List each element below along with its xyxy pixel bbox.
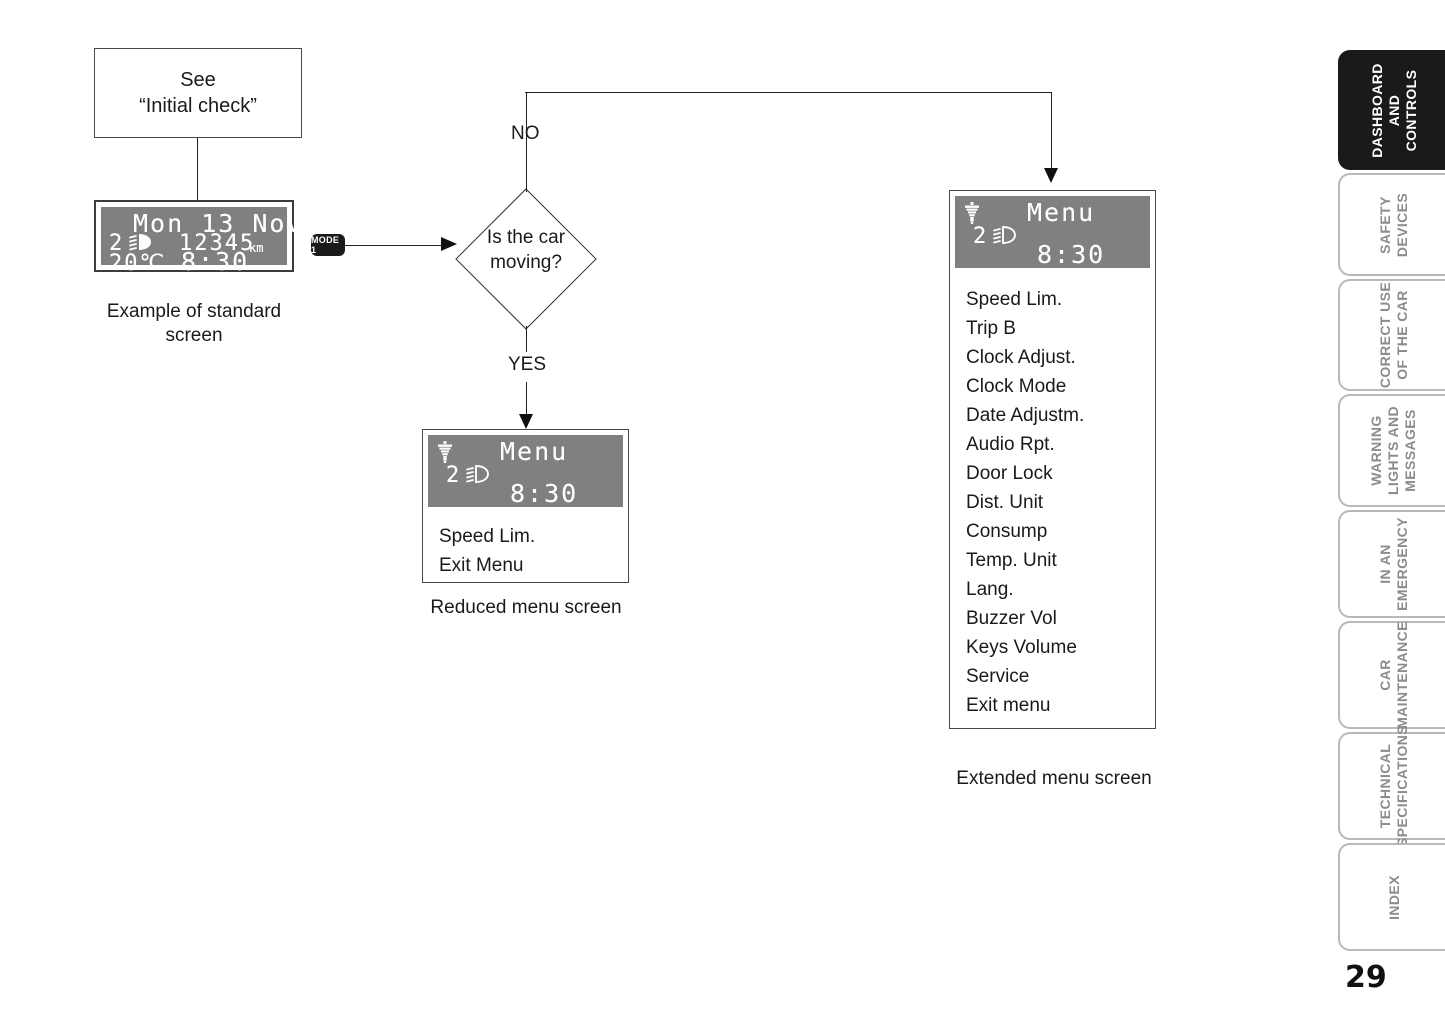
menu-item[interactable]: Audio Rpt.: [966, 434, 1055, 455]
low-beam-headlight-icon: [129, 233, 155, 255]
low-beam-headlight-icon: [466, 465, 492, 487]
menu-item[interactable]: Clock Mode: [966, 376, 1067, 397]
menu-item[interactable]: Door Lock: [966, 463, 1053, 484]
extended-menu-title: Menu: [1027, 198, 1096, 227]
standard-screen-odometer-unit: km: [249, 241, 264, 255]
tab-label: CORRECT USE OF THE CAR: [1376, 281, 1410, 389]
initial-check-box: See “Initial check”: [94, 48, 302, 138]
standard-screen-caption: Example of standard screen: [94, 300, 294, 348]
reduced-menu-clock: 8:30: [510, 479, 579, 508]
tab-label: IN AN EMERGENCY: [1377, 517, 1410, 611]
standard-screen-lcd: Mon 13 Nov 2 12345 km 20℃ 8:30: [101, 207, 302, 276]
reduced-menu-title: Menu: [500, 437, 569, 466]
tab-warning-lights-and-messages[interactable]: WARNING LIGHTS AND MESSAGES: [1338, 394, 1445, 507]
standard-screen-odometer: 12345: [179, 231, 256, 256]
menu-item[interactable]: Exit menu: [966, 695, 1051, 716]
menu-item[interactable]: Dist. Unit: [966, 492, 1044, 513]
standard-screen-caption-line-2: screen: [165, 325, 223, 346]
standard-screen-temperature: 20℃: [109, 251, 167, 276]
menu-item[interactable]: Date Adjustm.: [966, 405, 1085, 426]
menu-item[interactable]: Speed Lim.: [966, 289, 1063, 310]
tab-label: DASHBOARD AND CONTROLS: [1368, 62, 1419, 158]
tab-label: TECHNICAL SPECIFICATIONS: [1377, 724, 1410, 848]
decision-line-2: moving?: [490, 252, 562, 273]
standard-screen-gear: 2: [109, 231, 125, 256]
extended-menu-lcd: Menu 2 8:30: [955, 196, 1150, 269]
menu-item[interactable]: Exit Menu: [439, 555, 524, 576]
menu-item[interactable]: Temp. Unit: [966, 550, 1057, 571]
initial-check-line-1: See: [180, 69, 216, 91]
connector-no-horizontal: [525, 92, 1052, 93]
low-beam-headlight-icon: [993, 226, 1019, 248]
tab-label: CAR MAINTENANCE: [1377, 621, 1410, 729]
branch-label-yes: YES: [508, 354, 547, 375]
tab-index[interactable]: INDEX: [1338, 843, 1445, 951]
menu-item[interactable]: Lang.: [966, 579, 1014, 600]
tab-technical-specifications[interactable]: TECHNICAL SPECIFICATIONS: [1338, 725, 1445, 847]
menu-item[interactable]: Clock Adjust.: [966, 347, 1076, 368]
extended-menu-clock: 8:30: [1037, 240, 1106, 269]
tab-car-maintenance[interactable]: CAR MAINTENANCE: [1338, 621, 1445, 729]
decision-is-the-car-moving: Is the car moving?: [455, 188, 597, 330]
decision-line-1: Is the car: [486, 227, 566, 248]
menu-item[interactable]: Speed Lim.: [439, 526, 536, 547]
connector-mode1-to-decision: [345, 245, 443, 246]
reduced-menu-gear: 2: [446, 463, 462, 488]
reduced-menu-list: Speed Lim. Exit Menu: [439, 522, 535, 580]
menu-item[interactable]: Service: [966, 666, 1030, 687]
reduced-menu-caption: Reduced menu screen: [430, 597, 622, 618]
standard-screen-date: Mon 13 Nov: [133, 209, 304, 238]
tab-correct-use-of-the-car[interactable]: CORRECT USE OF THE CAR: [1338, 279, 1445, 391]
connector-no-vertical-up: [526, 92, 527, 192]
branch-label-no: NO: [511, 123, 540, 144]
menu-item[interactable]: Consump: [966, 521, 1048, 542]
menu-item[interactable]: Buzzer Vol: [966, 608, 1057, 629]
reduced-menu-panel: Menu 2 8:30 Speed Lim. Exit Menu: [422, 429, 629, 583]
reduced-menu-lcd: Menu 2 8:30: [428, 435, 623, 508]
connector-yes-arrowhead: [519, 414, 533, 429]
spark-plug-icon: [437, 441, 453, 467]
connector-mode1-arrowhead: [441, 237, 457, 251]
tab-safety-devices[interactable]: SAFETY DEVICES: [1338, 173, 1445, 276]
connector-yes-vertical-b: [526, 382, 527, 418]
extended-menu-caption: Extended menu screen: [956, 768, 1152, 789]
page-number: 29: [1345, 960, 1387, 995]
standard-screen-caption-line-1: Example of standard: [106, 301, 282, 322]
tab-label: WARNING LIGHTS AND MESSAGES: [1368, 405, 1419, 496]
extended-menu-panel: Menu 2 8:30 Speed Lim. Trip B Clock Adju…: [949, 190, 1156, 729]
tab-label: INDEX: [1385, 874, 1402, 920]
tab-in-an-emergency[interactable]: IN AN EMERGENCY: [1338, 510, 1445, 618]
connector-yes-vertical-a: [526, 326, 527, 352]
connector-initial-to-standard: [197, 138, 198, 200]
chapter-tab-rail: DASHBOARD AND CONTROLS SAFETY DEVICES CO…: [1330, 0, 1445, 1026]
menu-item[interactable]: Trip B: [966, 318, 1016, 339]
connector-no-arrowhead: [1044, 168, 1058, 183]
decision-text: Is the car moving?: [458, 225, 594, 275]
tab-label: SAFETY DEVICES: [1376, 192, 1410, 257]
spark-plug-icon: [964, 202, 980, 228]
standard-screen-clock: 8:30: [181, 247, 250, 276]
initial-check-line-2: “Initial check”: [139, 95, 257, 117]
tab-dashboard-and-controls[interactable]: DASHBOARD AND CONTROLS: [1338, 50, 1445, 170]
standard-screen-frame: Mon 13 Nov 2 12345 km 20℃ 8:30: [94, 200, 302, 276]
mode-1-button[interactable]: MODE 1: [311, 234, 345, 256]
menu-item[interactable]: Keys Volume: [966, 637, 1077, 658]
connector-no-vertical-down: [1051, 92, 1052, 170]
extended-menu-gear: 2: [973, 224, 989, 249]
extended-menu-list: Speed Lim. Trip B Clock Adjust. Clock Mo…: [966, 285, 1084, 720]
